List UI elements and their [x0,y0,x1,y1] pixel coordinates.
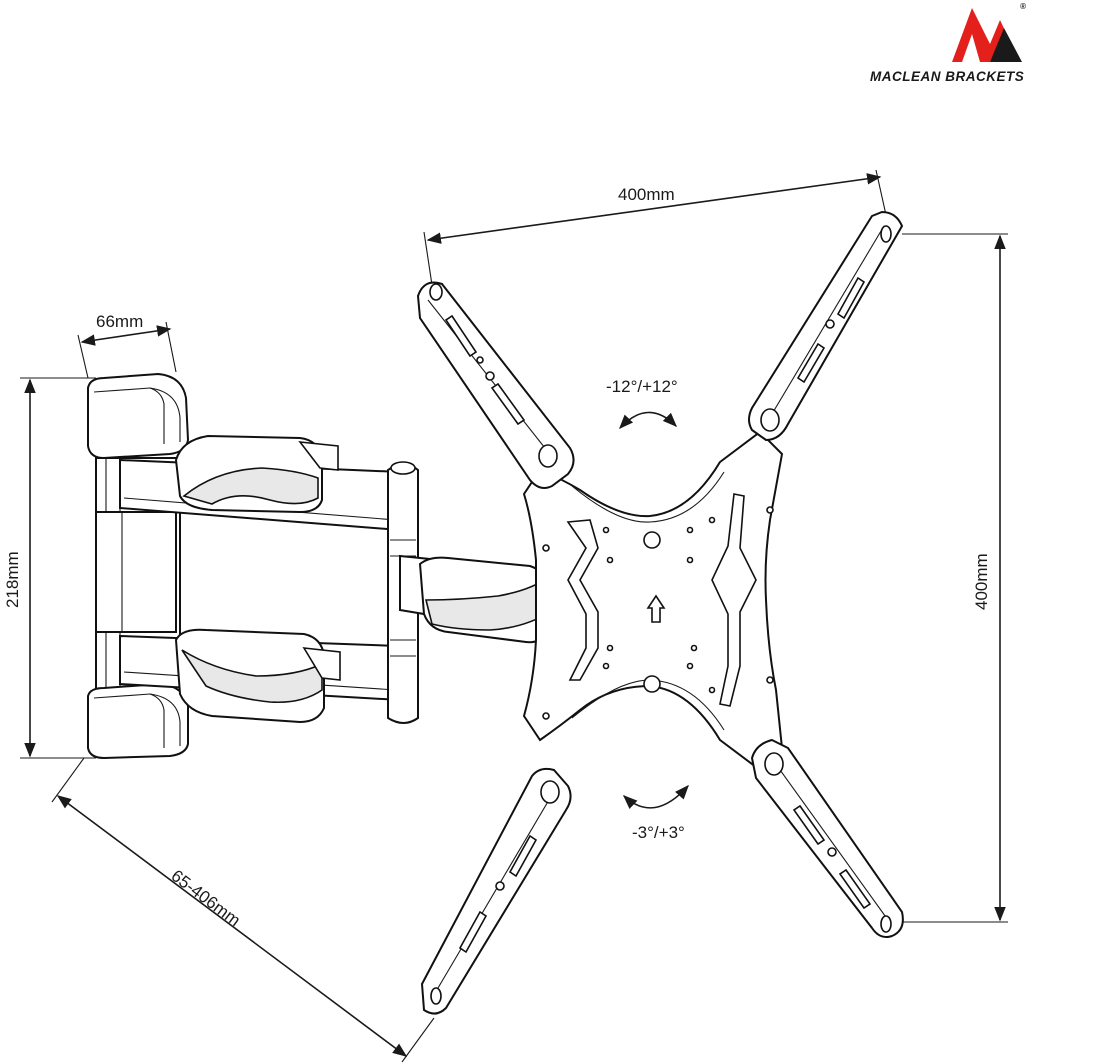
dimension-wall-plate-width-label: 66mm [96,312,143,331]
vesa-plate [522,430,784,772]
dimension-top-width: 400mm [423,169,887,286]
dimension-arm-extension: 65-406mm [51,757,435,1063]
registered-mark: ® [1020,2,1026,11]
swivel-arrow-icon [619,411,678,430]
dimension-wall-plate-height: 218mm [3,377,96,759]
tilt-arrow-icon [622,784,689,810]
dimension-top-width-label: 400mm [618,185,675,204]
tilt-indicator: -3°/+3° [622,784,689,842]
dimension-wall-plate-height-label: 218mm [3,551,22,608]
swivel-label: -12°/+12° [606,377,678,396]
vesa-arm-top-left [416,281,575,489]
vesa-arm-top-right [748,210,904,442]
lower-arm [119,628,401,724]
upper-arm [119,434,401,532]
dimension-arm-extension-label: 65-406mm [168,866,244,930]
brand-logo: ® MACLEAN BRACKETS [870,2,1026,84]
dimension-right-height-label: 400mm [972,553,991,610]
wall-plate [87,372,190,760]
swivel-indicator: -12°/+12° [606,377,678,430]
up-arrow-icon [646,594,666,623]
dimension-wall-plate-width: 66mm [77,312,177,379]
dimension-right-height: 400mm [902,233,1008,923]
tilt-label: -3°/+3° [632,823,685,842]
vesa-arm-bottom-right [750,738,904,938]
brand-name: MACLEAN BRACKETS [870,69,1024,84]
logo-mark-icon [952,8,1022,62]
vesa-arm-bottom-left [420,767,572,1015]
front-arm [399,554,557,644]
